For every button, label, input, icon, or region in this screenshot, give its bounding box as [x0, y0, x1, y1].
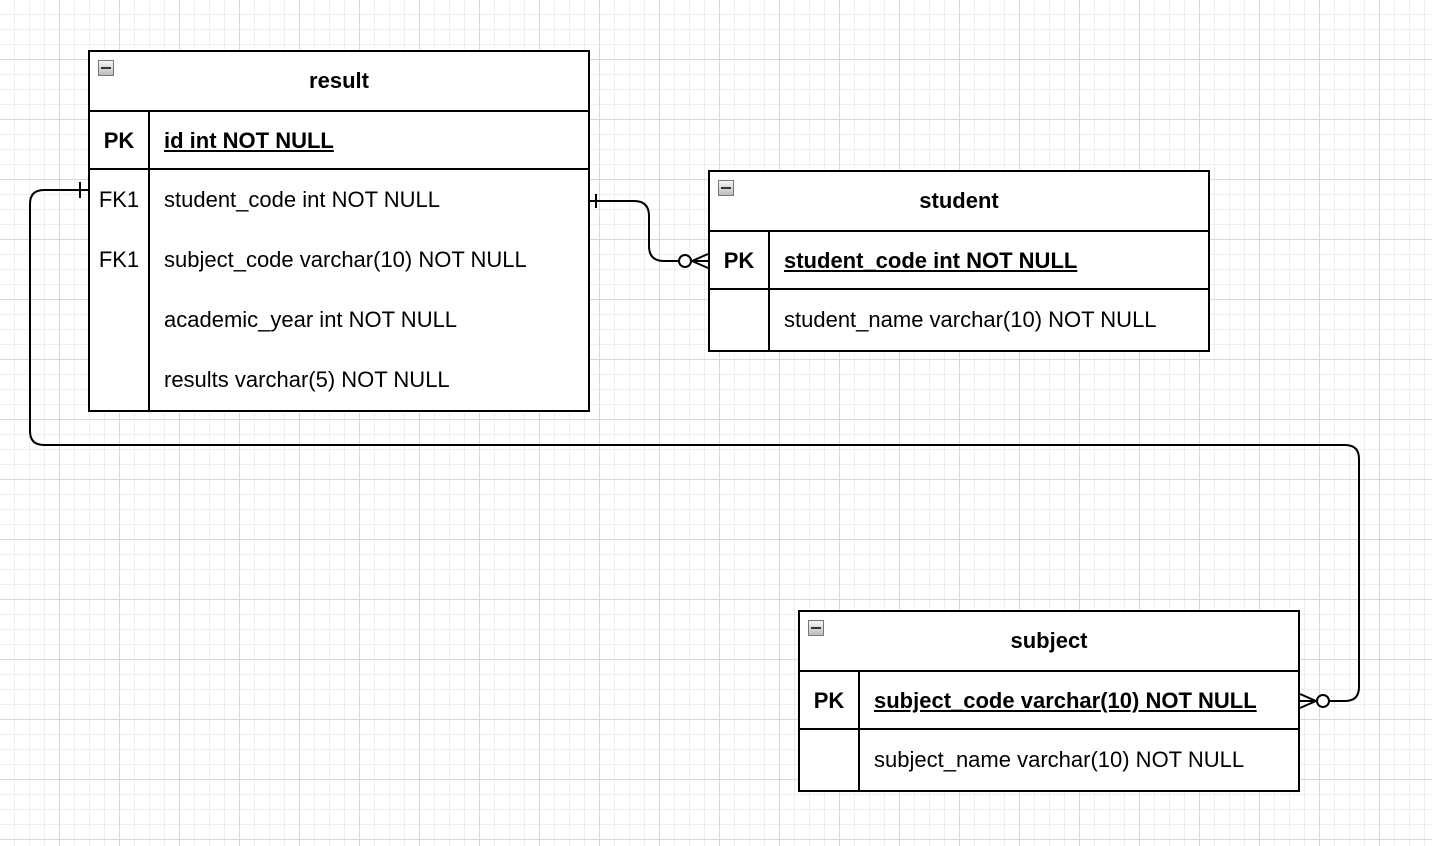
- name-column: student_name varchar(10) NOT NULL: [770, 290, 1208, 350]
- key-column: PK: [90, 112, 150, 168]
- key-column: [800, 730, 860, 790]
- attribute-results[interactable]: results varchar(5) NOT NULL: [164, 367, 450, 392]
- fk-label: FK1: [98, 187, 140, 212]
- connector-line-result-student[interactable]: [590, 200, 678, 262]
- collapse-icon[interactable]: [98, 60, 114, 76]
- pk-label: PK: [723, 248, 755, 273]
- primary-key-section: PK student_code int NOT NULL: [710, 232, 1208, 290]
- key-label: [90, 290, 148, 350]
- name-column: subject_code varchar(10) NOT NULL: [860, 672, 1298, 728]
- collapse-icon[interactable]: [808, 620, 824, 636]
- attributes-section: student_name varchar(10) NOT NULL: [710, 290, 1208, 350]
- attribute-subject-code[interactable]: subject_code varchar(10) NOT NULL: [164, 247, 527, 272]
- entity-result[interactable]: result PK id int NOT NULL FK1 FK1 studen…: [88, 50, 590, 412]
- name-column: student_code int NOT NULL subject_code v…: [150, 170, 588, 410]
- entity-student[interactable]: student PK student_code int NOT NULL stu…: [708, 170, 1210, 352]
- attribute-academic-year[interactable]: academic_year int NOT NULL: [164, 307, 458, 332]
- name-column: student_code int NOT NULL: [770, 232, 1208, 288]
- zero-marker-subject-side: [1316, 694, 1330, 708]
- pk-attribute[interactable]: student_code int NOT NULL: [784, 248, 1078, 273]
- key-column: PK: [800, 672, 860, 728]
- attribute-subject-name[interactable]: subject_name varchar(10) NOT NULL: [874, 747, 1245, 772]
- crowfoot-marker-subject-side: [1299, 693, 1317, 709]
- key-label: [710, 290, 768, 350]
- pk-label: PK: [103, 128, 135, 153]
- key-label: [90, 350, 148, 410]
- key-column: [710, 290, 770, 350]
- entity-title: student: [919, 188, 999, 213]
- relationship-result-student[interactable]: [590, 194, 709, 269]
- name-column: id int NOT NULL: [150, 112, 588, 168]
- key-column: FK1 FK1: [90, 170, 150, 410]
- key-column: PK: [710, 232, 770, 288]
- entity-subject[interactable]: subject PK subject_code varchar(10) NOT …: [798, 610, 1300, 792]
- attributes-section: FK1 FK1 student_code int NOT NULL subjec…: [90, 170, 588, 410]
- entity-title: result: [309, 68, 369, 93]
- collapse-icon[interactable]: [718, 180, 734, 196]
- entity-header-student[interactable]: student: [710, 172, 1208, 232]
- name-column: subject_name varchar(10) NOT NULL: [860, 730, 1298, 790]
- attribute-student-code[interactable]: student_code int NOT NULL: [164, 187, 440, 212]
- connector-line-result-subject[interactable]: [29, 189, 1360, 702]
- primary-key-section: PK subject_code varchar(10) NOT NULL: [800, 672, 1298, 730]
- fk-label: FK1: [98, 247, 140, 272]
- pk-label: PK: [813, 688, 845, 713]
- primary-key-section: PK id int NOT NULL: [90, 112, 588, 170]
- key-label: [800, 730, 858, 790]
- zero-marker-student-side: [678, 254, 692, 268]
- entity-title: subject: [1010, 628, 1088, 653]
- entity-header-result[interactable]: result: [90, 52, 588, 112]
- crowfoot-marker-student-side: [691, 253, 709, 269]
- attribute-student-name[interactable]: student_name varchar(10) NOT NULL: [784, 307, 1157, 332]
- entity-header-subject[interactable]: subject: [800, 612, 1298, 672]
- pk-attribute[interactable]: id int NOT NULL: [164, 128, 334, 153]
- attributes-section: subject_name varchar(10) NOT NULL: [800, 730, 1298, 790]
- pk-attribute[interactable]: subject_code varchar(10) NOT NULL: [874, 688, 1257, 713]
